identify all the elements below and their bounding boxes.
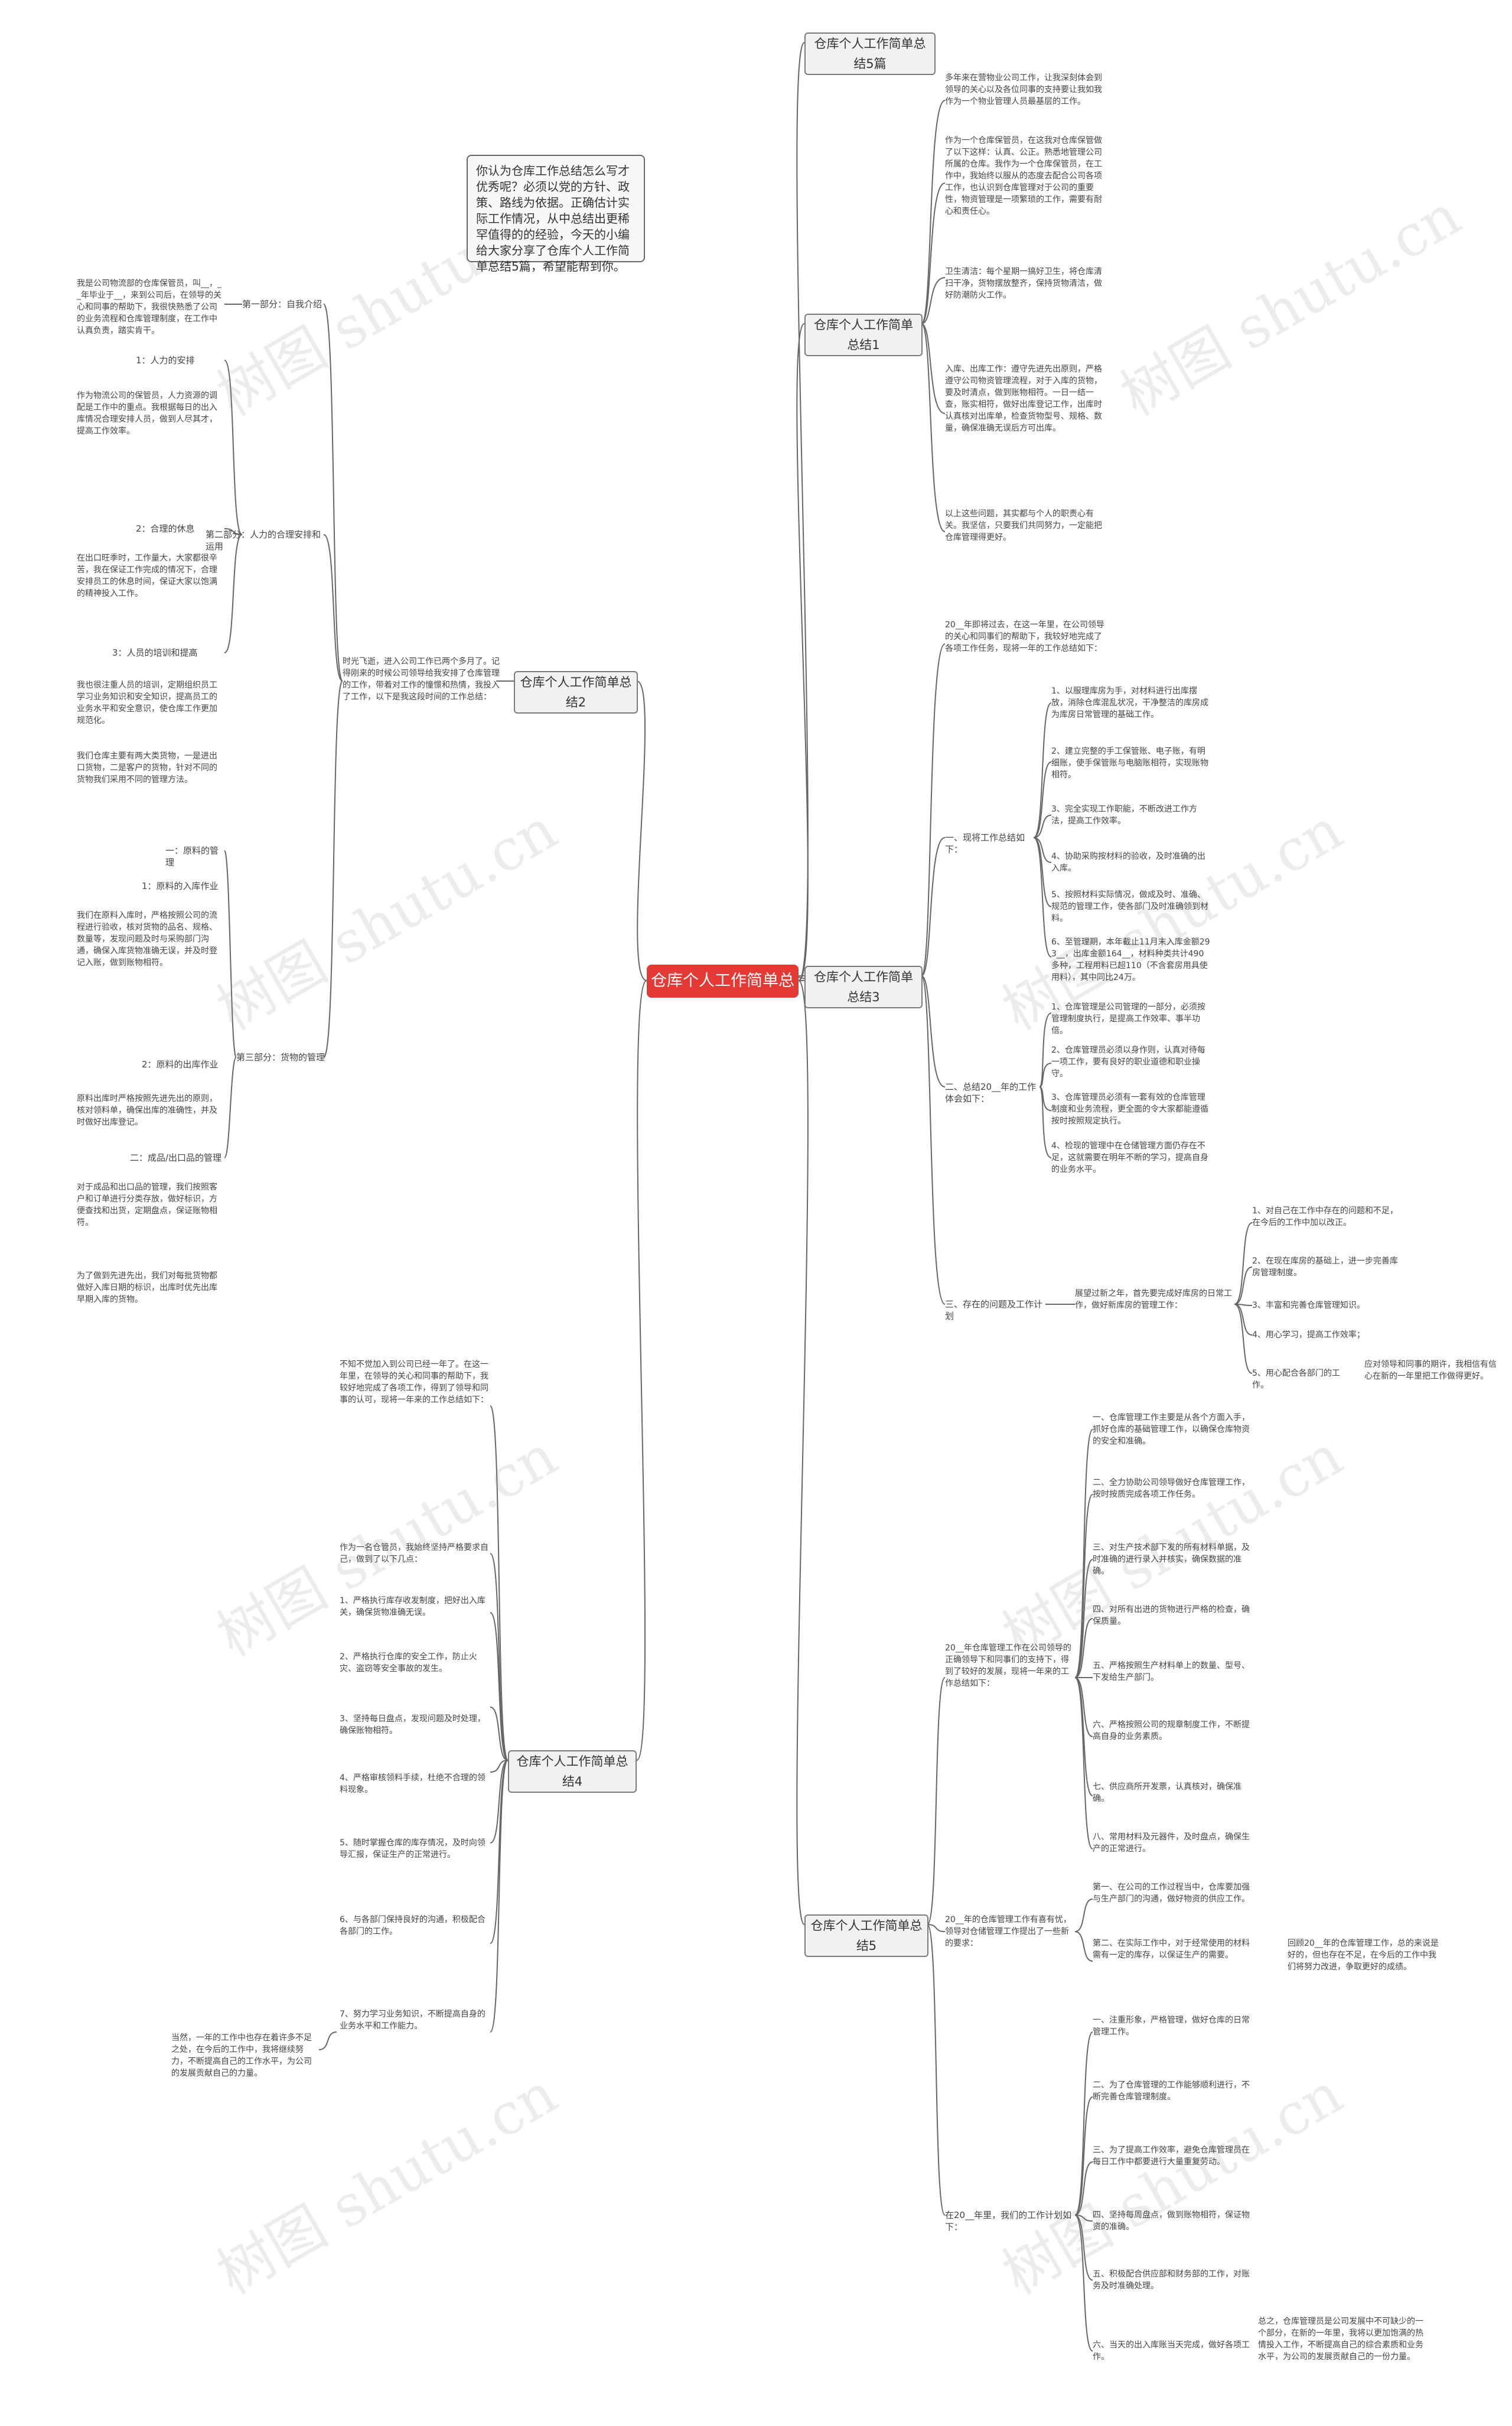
s4-item-4: 4、严格审核领料手续，杜绝不合理的领料现象。 <box>340 1773 485 1795</box>
s2-p3-1: 一：原料的管理 <box>165 845 219 868</box>
s4-intro: 不知不觉加入到公司已经一年了。在这一年里，在领导的关心和同事的帮助下，我较好地完… <box>340 1360 488 1405</box>
s1-text-3: 卫生清洁：每个星期一搞好卫生，将仓库清扫干净，货物摆放整齐，保持货物清洁，做好防… <box>945 267 1102 300</box>
s3-heading-2: 二、总结20__年的工作体会如下： <box>945 1082 1037 1104</box>
s3-item1-4: 4、协助采购按材料的验收，及时准确的出入库。 <box>1051 852 1205 873</box>
s4-intro-2: 作为一名仓管员，我始终坚持严格要求自己，做到了以下几点： <box>340 1543 488 1564</box>
s5-item-2: 二、全力协助公司领导做好仓库管理工作，按时按质完成各项工作任务。 <box>1093 1478 1250 1499</box>
branch-summary-5[interactable]: 仓库个人工作简单总结5 <box>804 1914 928 1957</box>
s5-item-7: 七、供应商所开发票，认真核对，确保准确。 <box>1093 1782 1241 1803</box>
s5-heading-3: 在20__年里，我们的工作计划如下： <box>945 2210 1072 2232</box>
branch-summary-3[interactable]: 仓库个人工作简单总结3 <box>804 966 923 1008</box>
s5-item-6: 六、严格按照公司的规章制度工作，不断提高自身的业务素质。 <box>1093 1720 1250 1741</box>
s5-item3-4: 四、坚持每周盘点，做到账物相符，保证物资的准确。 <box>1093 2210 1250 2232</box>
s1-text-2: 作为一个仓库保管员，在这我对仓库保管做了以下这样：认真、公正。熟悉地管理公司所属… <box>945 136 1102 216</box>
root-node[interactable]: 仓库个人工作简单总结 <box>647 965 799 1023</box>
s5-item-5: 五、严格按照生产材料单上的数量、型号、下发给生产部门。 <box>1093 1661 1250 1682</box>
branch-summary-2[interactable]: 仓库个人工作简单总结2 <box>514 671 638 714</box>
s5-item3-2: 二、为了仓库管理的工作能够顺利进行，不断完善仓库管理制度。 <box>1093 2080 1250 2102</box>
s2-p3-1b-text: 原料出库时严格按照先进先出的原则，核对领料单，确保出库的准确性，并及时做好出库登… <box>77 1094 217 1127</box>
s4-item-5: 5、随时掌握仓库的库存情况，及时向领导汇报，保证生产的正常进行。 <box>340 1838 485 1860</box>
s3-item3-intro: 展望过新之年，首先要完成好库房的日常工作，做好新库房的管理工作： <box>1075 1289 1232 1310</box>
s1-text-1: 多年来在营物业公司工作，让我深刻体会到领导的关心以及各位同事的支持要让我如我作为… <box>945 73 1102 106</box>
s5-item2-1: 第一、在公司的工作过程当中，仓库要加强与生产部门的沟通，做好物资的供应工作。 <box>1093 1883 1250 1904</box>
s3-item2-2: 2、仓库管理员必须以身作则，认真对待每一项工作，要有良好的职业道德和职业操守。 <box>1051 1046 1205 1079</box>
s1-text-5: 以上这些问题，其实都与个人的职责心有关。我坚信，只要我们共同努力，一定能把仓库管… <box>945 509 1102 542</box>
s2-intro: 时光飞逝，进入公司工作已两个多月了。记得刚来的时候公司领导给我安排了仓库管理的工… <box>343 657 500 702</box>
s2-p3-2-text: 对于成品和出口品的管理，我们按照客户和订单进行分类存放，做好标识，方便查找和出货… <box>77 1183 217 1227</box>
branch-summary-4[interactable]: 仓库个人工作简单总结4 <box>508 1750 637 1793</box>
s3-item3-4: 4、用心学习，提高工作效率； <box>1252 1330 1365 1340</box>
s3-item1-5: 5、按照材料实际情况，做成及时、准确、规范的管理工作，使各部门及时准确领到材料。 <box>1051 890 1208 923</box>
s3-item1-3: 3、完全实现工作职能，不断改进工作方法，提高工作效率。 <box>1051 805 1197 826</box>
s3-item1-1: 1、以服理库房为手，对材料进行出库摆放，消除仓库混乱状况，干净整洁的库房成为库房… <box>1051 686 1208 719</box>
s2-p3-1a: 1：原料的入库作业 <box>142 881 219 891</box>
s5-item3-6: 六、当天的出入库账当天完成，做好各项工作。 <box>1093 2340 1250 2362</box>
s2-part-3-text: 我们仓库主要有两大类货物，一是进出口货物，二是客户的货物，针对不同的货物我们采用… <box>77 751 217 784</box>
s5-item2-side: 回顾20__年的仓库管理工作，总的来说是好的，但也存在不足，在今后的工作中我们将… <box>1288 1939 1439 1972</box>
s2-part-1: 第一部分：自我介绍 <box>242 299 322 310</box>
s5-tail: 总之，仓库管理员是公司发展中不可缺少的一个部分，在新的一年里，我将以更加饱满的热… <box>1258 2317 1423 2362</box>
s3-item3-3: 3、丰富和完善仓库管理知识。 <box>1252 1301 1365 1310</box>
s3-heading-3: 三、存在的问题及工作计划 <box>945 1299 1043 1321</box>
s4-item-3: 3、坚持每日盘点，发现问题及时处理，确保账物相符。 <box>340 1714 485 1735</box>
s3-item1-6: 6、至管理期，本年截止11月末入库金额293__，出库金额164__，材料种类共… <box>1051 937 1210 982</box>
s3-item2-4: 4、检现的管理中在仓储管理方面仍存在不足，这就需要在明年不断的学习，提高自身的业… <box>1051 1141 1208 1174</box>
branch-summary-1[interactable]: 仓库个人工作简单总结1 <box>804 314 923 356</box>
s3-intro: 20__年即将过去，在这一年里，在公司领导的关心和同事们的帮助下，我较好地完成了… <box>945 620 1104 653</box>
s2-p2-1: 1：人力的安排 <box>136 355 195 366</box>
s5-item-1: 一、仓库管理工作主要是从各个方面入手，抓好仓库的基础管理工作，以确保仓库物资的安… <box>1093 1413 1250 1446</box>
s5-heading-2: 20__年的仓库管理工作有喜有忧，领导对仓储管理工作提出了一些新的要求： <box>945 1915 1071 1948</box>
s5-item-3: 三、对生产技术部下发的所有材料单据，及时准确的进行录入并核实，确保数据的准确。 <box>1093 1543 1250 1576</box>
branch-summary-5-pieces[interactable]: 仓库个人工作简单总结5篇 <box>804 32 936 75</box>
s3-item3-5: 5、用心配合各部门的工作。 <box>1252 1369 1340 1390</box>
s5-item-4: 四、对所有出进的货物进行严格的检查，确保质量。 <box>1093 1605 1250 1626</box>
intro-box: 你认为仓库工作总结怎么写才优秀呢？必须以党的方针、政策、路线为依据。正确估计实际… <box>467 155 645 273</box>
s2-p2-3: 3：人员的培训和提高 <box>112 647 198 658</box>
s2-p2-2: 2：合理的休息 <box>136 523 195 534</box>
s1-text-4: 入库、出库工作：遵守先进先出原则，严格遵守公司物资管理流程，对于入库的货物，要及… <box>945 364 1102 433</box>
s5-item3-1: 一、注重形象，严格管理，做好仓库的日常管理工作。 <box>1093 2015 1250 2037</box>
s4-item-7: 7、努力学习业务知识，不断提高自身的业务水平和工作能力。 <box>340 2010 485 2031</box>
s4-item-6: 6、与各部门保持良好的沟通，积极配合各部门的工作。 <box>340 1915 485 1936</box>
s2-p3-1b: 2：原料的出库作业 <box>142 1059 219 1070</box>
s4-tail: 当然，一年的工作中也存在着许多不足之处，在今后的工作中，我将继续努力，不断提高自… <box>171 2033 312 2078</box>
s3-item3-tail: 应对领导和同事的期许，我相信有信心在新的一年里把工作做得更好。 <box>1364 1360 1497 1381</box>
s2-p2-3-text: 我也很注重人员的培训，定期组织员工学习业务知识和安全知识，提高员工的业务水平和安… <box>77 680 217 725</box>
s3-heading-1: 一、现将工作总结如下： <box>945 832 1025 855</box>
s3-item2-1: 1、仓库管理是公司管理的一部分，必须按管理制度执行，是提高工作效率、事半功倍。 <box>1051 1002 1205 1035</box>
s3-item1-2: 2、建立完整的手工保管账、电子账，有明细账，使手保管账与电脑账相符，实现账物相符… <box>1051 747 1208 780</box>
s5-item3-5: 五、积极配合供应部和财务部的工作，对账务及时准确处理。 <box>1093 2269 1250 2291</box>
s2-p3-1a-text: 我们在原料入库时，严格按照公司的流程进行验收，核对货物的品名、规格、数量等，发现… <box>77 911 217 968</box>
s2-p2-1-text: 作为物流公司的保管员，人力资源的调配是工作中的重点。我根据每日的出入库情况合理安… <box>77 391 217 436</box>
s5-intro: 20__年仓库管理工作在公司领导的正确领导下和同事们的支持下，得到了较好的发展，… <box>945 1643 1071 1688</box>
s3-item3-2: 2、在现在库房的基础上，进一步完善库房管理制度。 <box>1252 1256 1398 1278</box>
s3-item3-1: 1、对自己在工作中存在的问题和不足，在今后的工作中加以改正。 <box>1252 1206 1398 1227</box>
s5-item3-3: 三、为了提高工作效率，避免仓库管理员在每日工作中都要进行大量重复劳动。 <box>1093 2145 1250 2167</box>
s5-item-8: 八、常用材料及元器件，及时盘点，确保生产的正常进行。 <box>1093 1832 1250 1854</box>
s5-item2-2: 第二、在实际工作中，对于经常使用的材料需有一定的库存，以保证生产的需要。 <box>1093 1939 1250 1960</box>
s4-item-2: 2、严格执行仓库的安全工作，防止火灾、盗窃等安全事故的发生。 <box>340 1652 477 1673</box>
s2-p3-2: 二：成品/出口品的管理 <box>130 1152 222 1163</box>
s2-p2-2-text: 在出口旺季时，工作量大，大家都很辛苦，我在保证工作完成的情况下，合理安排员工的休… <box>77 553 217 598</box>
s2-part-3: 第三部分：货物的管理 <box>236 1052 325 1063</box>
s4-item-1: 1、严格执行库存收发制度，把好出入库关，确保货物准确无误。 <box>340 1596 485 1617</box>
s3-item2-3: 3、仓库管理员必须有一套有效的仓库管理制度和业务流程，更全面的令大家都能遵循按时… <box>1051 1093 1208 1126</box>
s2-part-1-text: 我是公司物流部的仓库保管员，叫__，__年毕业于__，来到公司后，在领导的关心和… <box>77 279 221 336</box>
s2-part-2: 第二部分：人力的合理安排和运用 <box>206 529 321 552</box>
s2-p3-2-text2: 为了做到先进先出，我们对每批货物都做好入库日期的标识，出库时优先出库早期入库的货… <box>77 1271 217 1304</box>
